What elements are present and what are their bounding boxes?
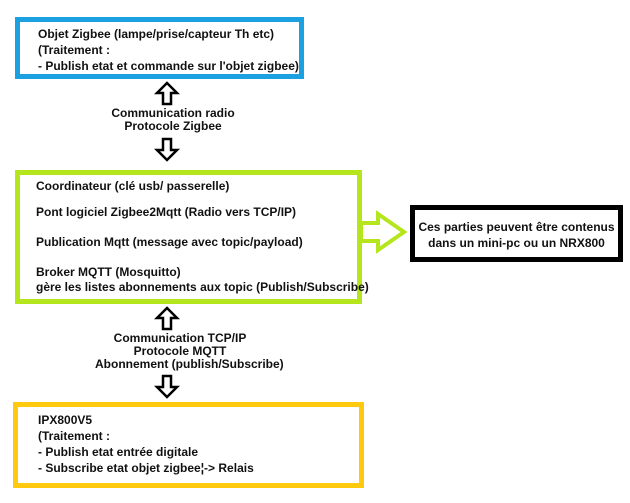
up-arrow-icon: [153, 81, 181, 106]
zigbee-object-publish: - Publish etat et commande sur l'objet z…: [38, 59, 299, 73]
ipx800-subscribe: - Subscribe etat objet zigbee¦-> Relais: [38, 461, 254, 475]
ipx800-processing: (Traitement :: [38, 429, 111, 443]
ipx800-publish: - Publish etat entrée digitale: [38, 445, 199, 459]
tcpip-link-line-3: Abonnement (publish/Subscribe): [95, 357, 284, 371]
broker-line: Broker MQTT (Mosquitto): [36, 265, 181, 279]
bridge-line: Pont logiciel Zigbee2Mqtt (Radio vers TC…: [36, 205, 297, 219]
radio-link-line-1: Communication radio: [111, 106, 235, 120]
tcpip-link-label: Communication TCP/IP Protocole MQTT Abon…: [95, 331, 284, 371]
ipx800-box: IPX800V5 (Traitement : - Publish etat en…: [13, 402, 364, 488]
zigbee-object-processing: (Traitement :: [38, 43, 111, 57]
coordinator-box: Coordinateur (clé usb/ passerelle) Pont …: [15, 170, 369, 304]
radio-link-label: Communication radio Protocole Zigbee: [108, 107, 238, 133]
down-arrow-icon: [153, 374, 181, 399]
broker-detail-line: gère les listes abonnements aux topic (P…: [36, 280, 369, 294]
coordinator-line: Coordinateur (clé usb/ passerelle): [36, 179, 230, 193]
right-arrow-icon: [359, 210, 408, 254]
note-box: Ces parties peuvent être contenus dans u…: [410, 205, 623, 262]
up-arrow-icon: [153, 306, 181, 331]
tcpip-link-line-1: Communication TCP/IP: [113, 331, 247, 345]
radio-link-line-2: Protocole Zigbee: [124, 119, 222, 133]
zigbee-object-title: Objet Zigbee (lampe/prise/capteur Th etc…: [38, 27, 275, 41]
note-line-2: dans un mini-pc ou un NRX800: [428, 236, 605, 250]
ipx800-title: IPX800V5: [38, 413, 93, 427]
tcpip-link-line-2: Protocole MQTT: [133, 344, 227, 358]
note-line-1: Ces parties peuvent être contenus: [418, 220, 615, 234]
zigbee-object-box: Objet Zigbee (lampe/prise/capteur Th etc…: [15, 17, 304, 79]
down-arrow-icon: [153, 137, 181, 162]
publication-line: Publication Mqtt (message avec topic/pay…: [36, 235, 303, 249]
